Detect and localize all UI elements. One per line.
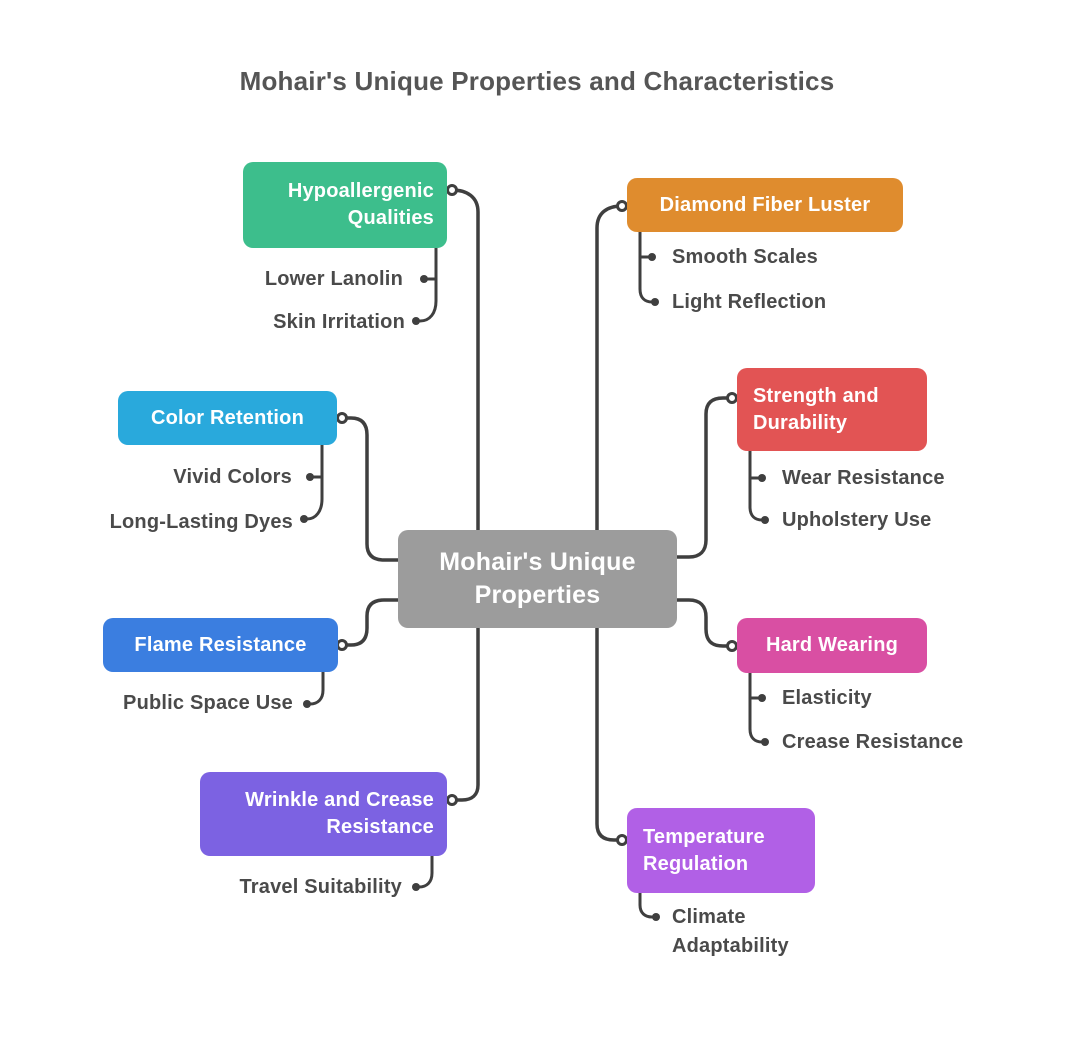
branch-node-diamond-fiber-luster: Diamond Fiber Luster	[627, 178, 903, 232]
childline-hard-wearing	[748, 671, 764, 744]
childline-wrinkle	[417, 854, 434, 889]
connector-flame-resistance	[343, 598, 404, 647]
connector-port	[446, 794, 458, 806]
child-label-long-lasting-dyes: Long-Lasting Dyes	[109, 511, 293, 533]
connector-port	[726, 640, 738, 652]
center-node: Mohair's Unique Properties	[398, 530, 677, 628]
connector-wrinkle-crease	[454, 622, 480, 802]
connector-temperature	[595, 622, 622, 842]
child-label-skin-irritation: Skin Irritation	[273, 311, 405, 333]
connector-dot	[412, 883, 420, 891]
connector-dot	[758, 474, 766, 482]
connector-port	[336, 412, 348, 424]
connector-dot	[303, 700, 311, 708]
childline-diamond	[638, 230, 654, 304]
branch-node-strength-durability: Strength and Durability	[737, 368, 927, 451]
connector-color-retention	[343, 416, 404, 562]
connector-dot	[651, 298, 659, 306]
connector-strength-durability	[671, 396, 732, 559]
connector-dot	[300, 515, 308, 523]
branch-node-flame-resistance: Flame Resistance	[103, 618, 338, 672]
child-label-lower-lanolin: Lower Lanolin	[264, 268, 403, 290]
child-label-wear-resistance: Wear Resistance	[782, 467, 945, 489]
connector-port	[616, 200, 628, 212]
connector-dot	[758, 694, 766, 702]
branch-node-wrinkle-crease-resistance: Wrinkle and Crease Resistance	[200, 772, 447, 856]
branch-node-temperature-regulation: Temperature Regulation	[627, 808, 815, 893]
connector-port	[616, 834, 628, 846]
connector-port	[726, 392, 738, 404]
connector-dot	[652, 913, 660, 921]
child-label-elasticity: Elasticity	[782, 687, 872, 709]
child-label-crease-resistance: Crease Resistance	[782, 731, 964, 753]
child-label-smooth-scales: Smooth Scales	[672, 246, 818, 268]
connector-dot	[420, 275, 428, 283]
connector-dot	[648, 253, 656, 261]
child-label-light-reflection: Light Reflection	[672, 291, 827, 313]
child-label-travel-suitability: Travel Suitability	[239, 876, 402, 898]
child-label-public-space-use: Public Space Use	[123, 692, 293, 714]
connector-dot	[306, 473, 314, 481]
connector-port	[336, 639, 348, 651]
childline-strength	[748, 449, 764, 522]
childline-hypoallergenic	[418, 246, 438, 323]
childline-color-retention	[305, 443, 324, 521]
connector-hypoallergenic	[450, 188, 480, 538]
connector-dot	[412, 317, 420, 325]
diagram-title: Mohair's Unique Properties and Character…	[239, 66, 835, 96]
connector-diamond-fiber-luster	[595, 204, 624, 538]
childline-temperature	[638, 891, 654, 919]
connector-dot	[761, 516, 769, 524]
branch-node-color-retention: Color Retention	[118, 391, 337, 445]
connector-hard-wearing	[671, 598, 732, 648]
child-label-climate-adaptability: Climate Adaptability	[672, 906, 789, 957]
branch-node-hard-wearing: Hard Wearing	[737, 618, 927, 673]
child-label-vivid-colors: Vivid Colors	[173, 466, 292, 488]
connector-dot	[761, 738, 769, 746]
connector-port	[446, 184, 458, 196]
child-label-upholstery-use: Upholstery Use	[782, 509, 932, 531]
branch-node-hypoallergenic-qualities: Hypoallergenic Qualities	[243, 162, 447, 248]
childline-flame-resistance	[308, 670, 325, 706]
